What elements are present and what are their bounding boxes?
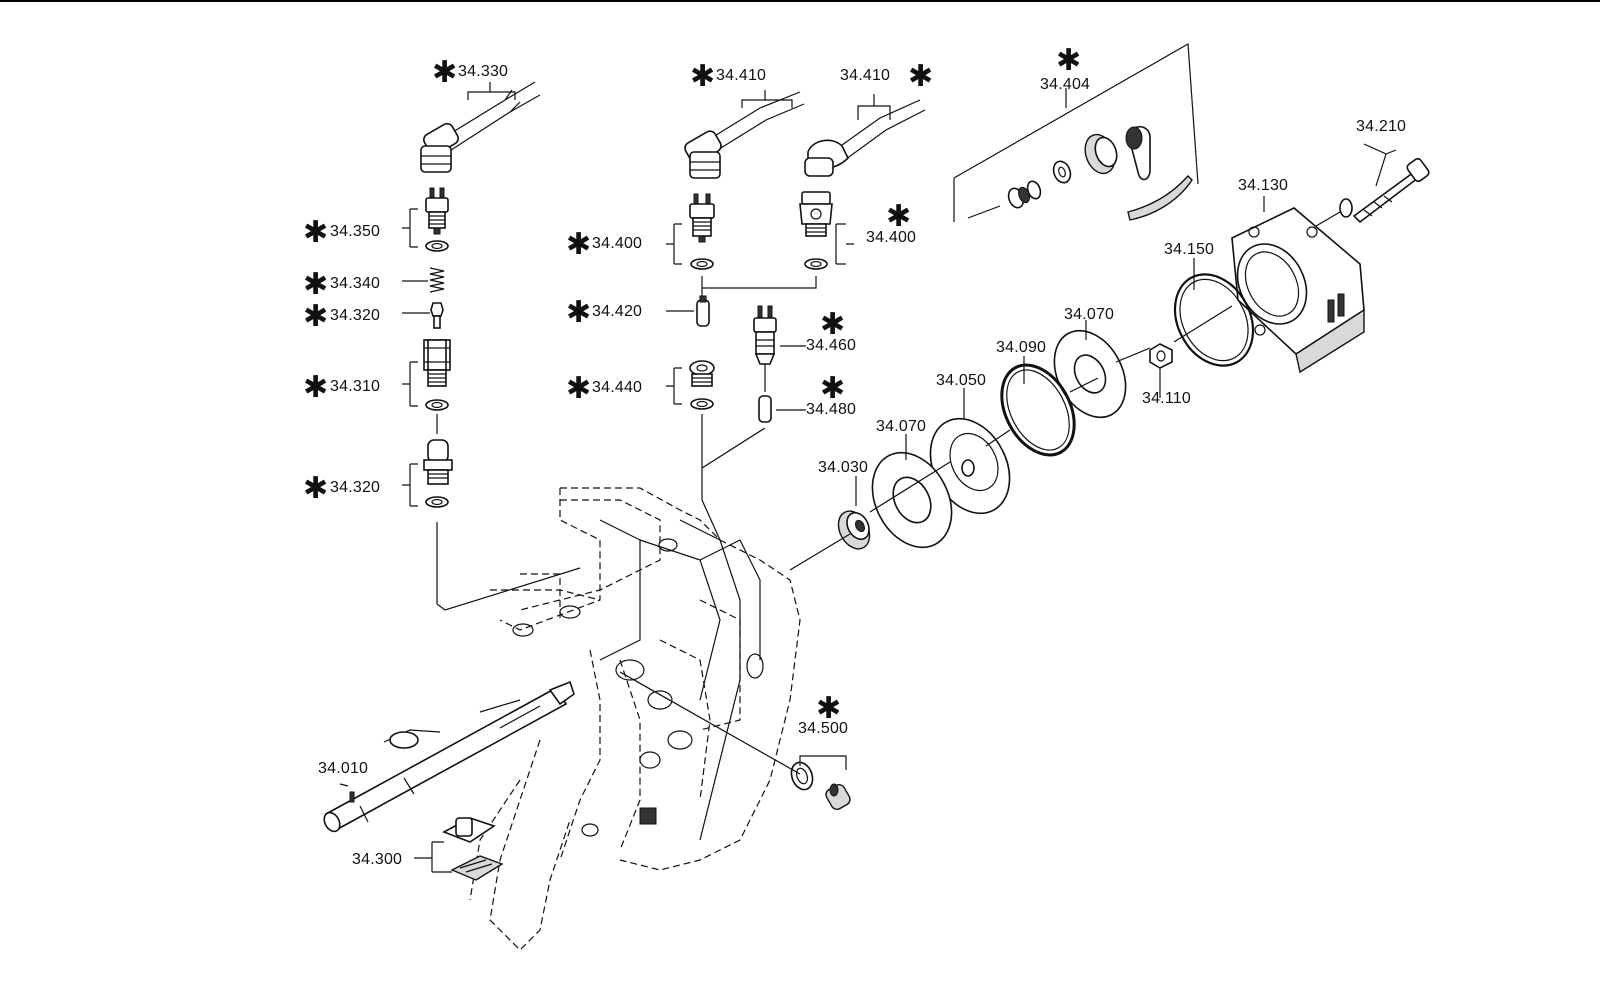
part-label-34-070-upper: 34.070 [1064, 306, 1115, 323]
asterisk-marker: ✱ [816, 691, 842, 726]
part-label-34-010: 34.010 [318, 760, 369, 777]
switch-34-460 [753, 305, 777, 392]
axis-line-34-500 [619, 671, 801, 775]
bolt-34-210 [1339, 157, 1430, 224]
asterisk-marker: ✱ [820, 307, 846, 342]
bracket-34-400b [835, 223, 854, 265]
asterisk-marker: ✱ [303, 471, 329, 506]
part-label-34-410-right: 34.410 [840, 67, 891, 84]
nut-34-110 [1149, 343, 1173, 369]
asterisk-marker: ✱ [820, 371, 846, 406]
part-label-34-420: 34.420 [592, 303, 643, 320]
asterisk-marker: ✱ [886, 199, 912, 234]
assembly-line-left [436, 414, 581, 611]
disc-34-050 [929, 417, 1011, 515]
spring-34-340 [429, 267, 445, 293]
part-label-34-310: 34.310 [330, 378, 381, 395]
pin-34-480 [758, 395, 772, 423]
washer-34-070b [871, 451, 953, 549]
asterisk-marker: ✱ [303, 299, 329, 334]
fork-boss-34-010 [389, 731, 419, 749]
blocks-34-300 [442, 817, 504, 881]
sensor-cable-34-410a [684, 91, 805, 179]
part-label-34-110: 34.110 [1142, 390, 1191, 407]
asterisk-marker: ✱ [566, 371, 592, 406]
bracket-34-310 [402, 361, 418, 407]
asterisk-marker: ✱ [303, 267, 329, 302]
housing-34-310 [423, 339, 451, 411]
joining-line-34-400 [701, 276, 817, 296]
bracket-34-300 [414, 841, 452, 873]
part-label-34-070-lower: 34.070 [876, 418, 927, 435]
top-border-line [0, 0, 1600, 2]
asterisk-marker: ✱ [303, 370, 329, 405]
asterisk-marker: ✱ [1056, 43, 1082, 78]
part-label-34-210: 34.210 [1356, 118, 1407, 135]
kit-parts-34-404 [967, 125, 1193, 221]
part-label-34-400-left: 34.400 [592, 235, 643, 252]
asterisk-marker: ✱ [908, 59, 934, 94]
part-label-34-340: 34.340 [330, 275, 381, 292]
shift-rod-34-010 [323, 680, 575, 833]
bracket-34-400a [666, 223, 682, 265]
part-label-34-460: 34.460 [806, 337, 857, 354]
switch-34-350 [425, 187, 449, 252]
leader-34-210 [1363, 143, 1397, 187]
leader-34-010 [339, 783, 349, 787]
seal-34-030 [837, 510, 871, 550]
asterisk-marker: ✱ [566, 227, 592, 262]
bracket-34-350 [402, 208, 418, 248]
washer-34-070a [1053, 329, 1127, 419]
part-label-34-320-upper: 34.320 [330, 307, 381, 324]
bracket-34-410b [857, 94, 891, 120]
pin-34-420 [696, 295, 710, 327]
part-label-34-330: 34.330 [458, 63, 509, 80]
part-label-34-440: 34.440 [592, 379, 643, 396]
assembly-line-middle [701, 414, 766, 541]
sensor-cable-34-410b [804, 99, 926, 177]
part-label-34-480: 34.480 [806, 401, 857, 418]
part-label-34-150: 34.150 [1164, 241, 1215, 258]
bracket-34-320b [402, 463, 418, 507]
part-label-34-300: 34.300 [352, 851, 403, 868]
part-label-34-350: 34.350 [330, 223, 381, 240]
ring-34-090 [1000, 363, 1076, 457]
asterisk-marker: ✱ [566, 295, 592, 330]
part-label-34-400-right: 34.400 [866, 229, 917, 246]
asterisk-marker: ✱ [303, 215, 329, 250]
sensor-cable-34-330 [420, 81, 541, 173]
plug-34-320b [423, 439, 453, 508]
pin-34-320a [430, 302, 444, 329]
switch-34-400b [799, 191, 833, 270]
part-label-34-030: 34.030 [818, 459, 869, 476]
bracket-34-404 [953, 43, 1199, 222]
asterisk-marker: ✱ [432, 55, 458, 90]
bracket-34-500 [799, 755, 847, 770]
part-label-34-320-lower: 34.320 [330, 479, 381, 496]
axis-line-right-stack [789, 211, 1341, 571]
switch-34-400a [689, 193, 715, 270]
part-label-34-050: 34.050 [936, 372, 987, 389]
part-label-34-090: 34.090 [996, 339, 1047, 356]
plug-34-440 [689, 360, 715, 410]
bracket-34-440 [666, 367, 682, 405]
part-label-34-410-left: 34.410 [716, 67, 767, 84]
part-label-34-130: 34.130 [1238, 177, 1289, 194]
bracket-34-330 [467, 82, 516, 100]
part-label-34-404: 34.404 [1040, 76, 1091, 93]
plug-assembly-34-500 [790, 761, 851, 811]
part-label-34-500: 34.500 [798, 720, 849, 737]
gearbox-housing [469, 487, 801, 951]
asterisk-marker: ✱ [690, 59, 716, 94]
bracket-34-410a [741, 90, 793, 108]
